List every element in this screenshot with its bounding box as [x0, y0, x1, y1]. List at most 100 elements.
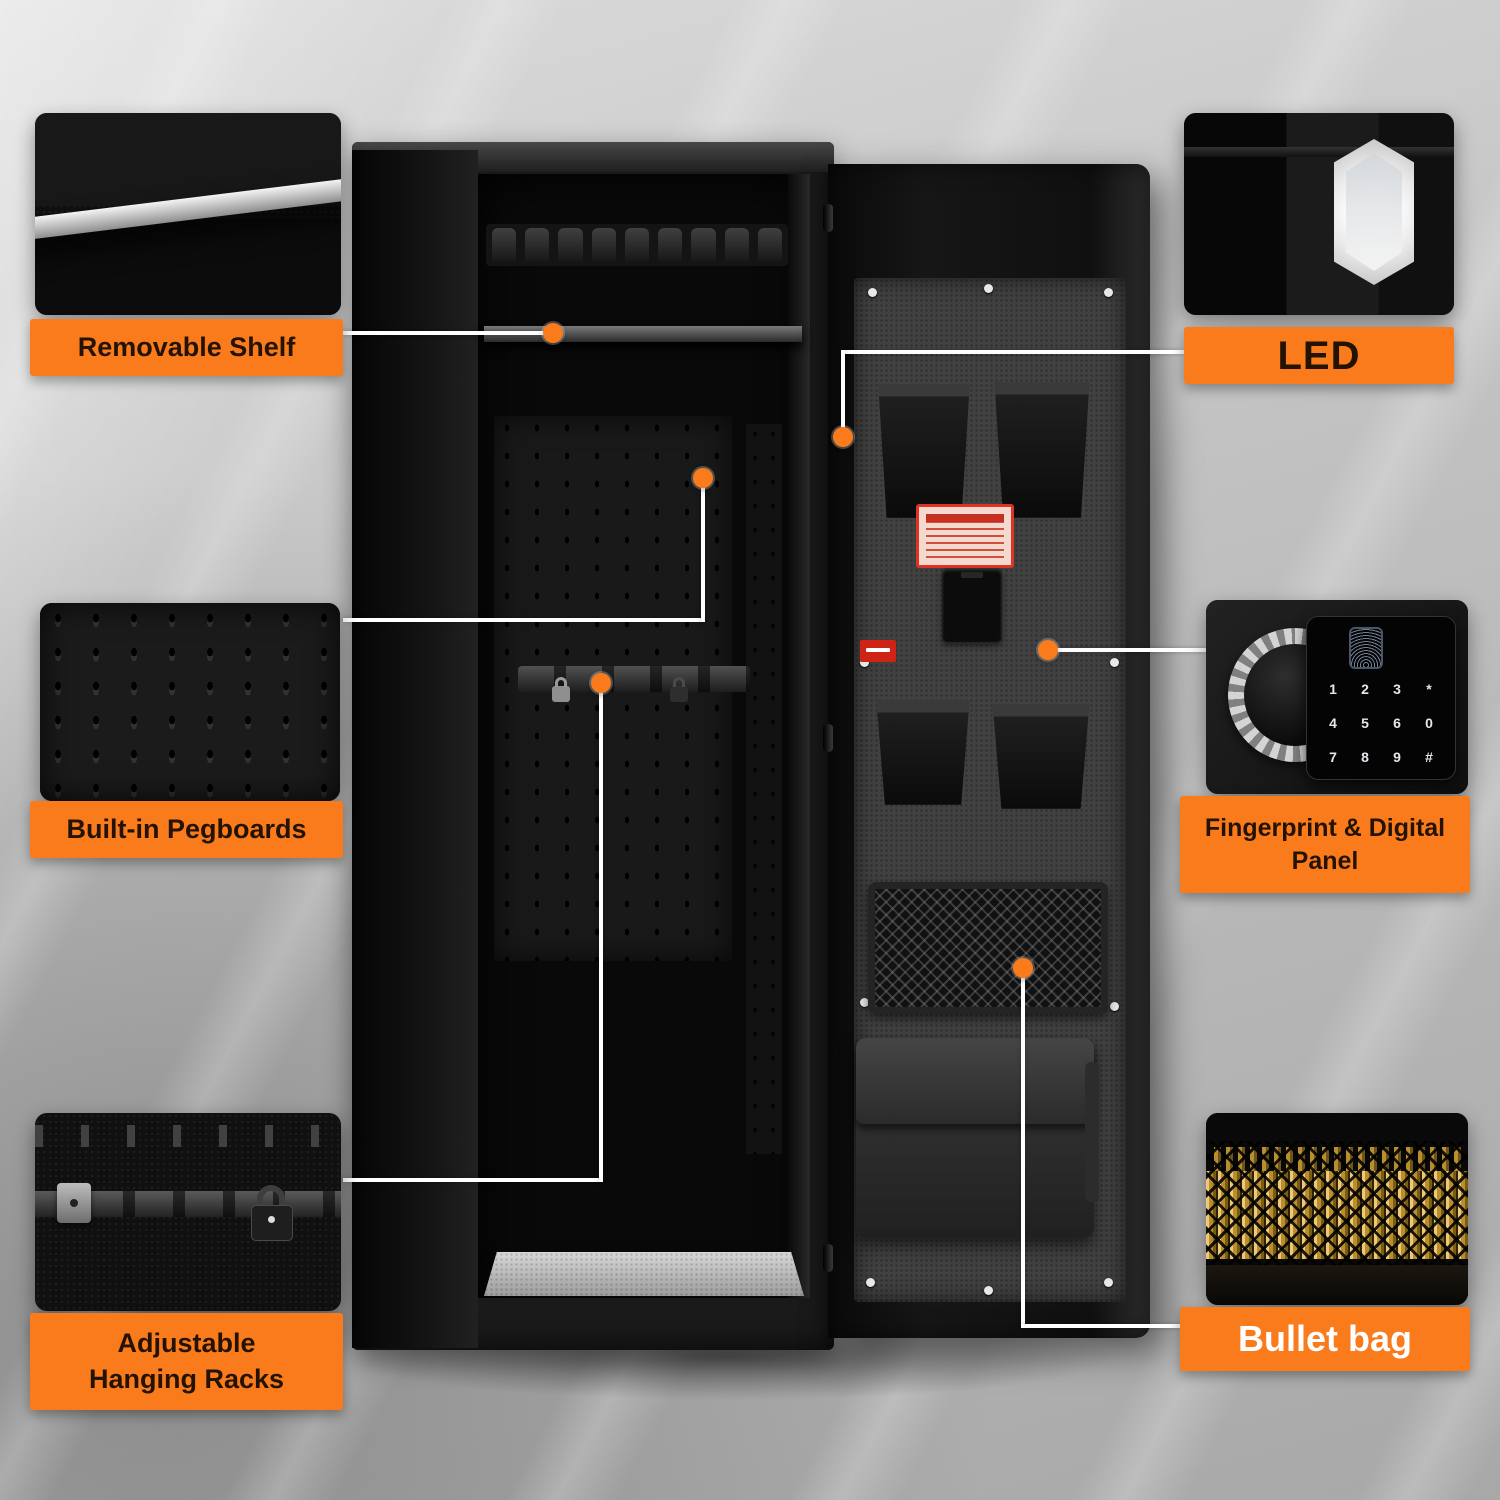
fingerprint-label: Fingerprint & Digital Panel — [1180, 796, 1470, 893]
bullet-bag-photo — [1206, 1113, 1468, 1305]
fingerprint-scanner-icon — [1349, 627, 1383, 669]
padlock-icon — [552, 677, 570, 702]
shelf-marker-dot — [543, 323, 563, 343]
removable-shelf-label: Removable Shelf — [30, 319, 343, 376]
connector-line-fingerprint — [1050, 648, 1206, 652]
keypad-key: 2 — [1361, 681, 1369, 697]
bullet-marker-dot — [1013, 958, 1033, 978]
removable-shelf — [484, 326, 802, 342]
hanging-racks-label-line2: Hanging Racks — [88, 1363, 285, 1394]
connector-line-racks-h — [343, 1178, 601, 1182]
keypad-key: 4 — [1329, 715, 1337, 731]
rack-hooks — [35, 1125, 341, 1147]
bullet-photo-lower — [1206, 1265, 1468, 1305]
door-hinge — [823, 1244, 833, 1272]
bullet-bag-label-text: Bullet bag — [1237, 1317, 1412, 1359]
connector-line-bullet-h — [1021, 1324, 1180, 1328]
bag-strap — [1085, 1062, 1099, 1202]
removable-shelf-label-text: Removable Shelf — [77, 331, 296, 362]
gun-safe-illustration — [350, 140, 1160, 1355]
removable-shelf-photo — [35, 113, 341, 315]
hanging-racks-photo — [35, 1113, 341, 1311]
bag-flap — [856, 1038, 1094, 1124]
warning-sticker-text-lines — [926, 514, 1004, 559]
screw-icon — [984, 284, 993, 293]
barrel-rest-slot — [757, 228, 782, 262]
keypad-key: 8 — [1361, 749, 1369, 765]
pegboard-photo — [40, 603, 340, 801]
door-jamb — [788, 174, 810, 1298]
barrel-rest-slot — [591, 228, 616, 262]
keypad-key: 5 — [1361, 715, 1369, 731]
barrel-rest-slot — [658, 228, 683, 262]
door-hinge — [823, 204, 833, 232]
led-light-icon — [1334, 139, 1414, 285]
barrel-rest-slot — [724, 228, 749, 262]
barrel-rest-slot — [691, 228, 716, 262]
barrel-rest-slot — [558, 228, 583, 262]
keypad-key: 1 — [1329, 681, 1337, 697]
pegboards-label: Built-in Pegboards — [30, 801, 343, 858]
barrel-rest-slot — [492, 228, 517, 262]
screw-icon — [866, 1278, 875, 1287]
door-storage-bag — [856, 1038, 1099, 1238]
connector-line-bullet-v — [1021, 968, 1025, 1328]
fingerprint-panel-photo: 1 2 3 * 4 5 6 0 7 8 9 # — [1206, 600, 1468, 794]
connector-line-shelf — [343, 331, 555, 335]
screw-icon — [1104, 1278, 1113, 1287]
hanging-racks-label-line1: Adjustable — [117, 1328, 256, 1359]
screw-icon — [1104, 288, 1113, 297]
battery-notch — [961, 572, 983, 578]
padlock-icon — [670, 677, 688, 702]
led-label-text: LED — [1277, 333, 1361, 378]
metal-lock-icon — [57, 1183, 91, 1223]
led-photo — [1184, 113, 1454, 315]
door-pocket — [876, 700, 970, 805]
keypad-key: # — [1425, 749, 1433, 765]
barrel-rest-slot — [624, 228, 650, 262]
connector-line-led-h — [843, 350, 1184, 354]
fingerprint-label-line1: Fingerprint & Digital — [1204, 814, 1446, 842]
connector-line-pegboard-h — [343, 618, 703, 622]
screw-icon — [1110, 658, 1119, 667]
side-pegboard-strip — [746, 424, 782, 1154]
bullet-bag-label: Bullet bag — [1180, 1307, 1470, 1371]
led-panel-groove — [1184, 147, 1454, 157]
keypad-key: 3 — [1393, 681, 1401, 697]
connector-line-pegboard-v — [701, 478, 705, 622]
safe-left-face — [352, 150, 478, 1348]
keypad-key: * — [1426, 681, 1432, 697]
screw-icon — [868, 288, 877, 297]
screw-icon — [984, 1286, 993, 1295]
screw-icon — [860, 998, 869, 1007]
keypad-key: 9 — [1393, 749, 1401, 765]
warning-sticker — [916, 504, 1014, 568]
screw-icon — [860, 658, 869, 667]
door-organizer-panel — [854, 278, 1126, 1302]
battery-box — [942, 568, 1002, 642]
led-light-lens — [1346, 153, 1402, 271]
barrel-rest-slot — [525, 228, 550, 262]
screw-icon — [1110, 1002, 1119, 1011]
mesh-overlay — [1206, 1141, 1468, 1267]
pegboards-label-text: Built-in Pegboards — [66, 813, 307, 844]
led-marker-dot — [833, 427, 853, 447]
mesh-bullet-pocket — [868, 882, 1108, 1014]
safe-interior — [478, 174, 810, 1298]
hanging-rack-bar — [518, 666, 750, 702]
padlock-body-icon — [251, 1205, 293, 1241]
digital-keypad: 1 2 3 * 4 5 6 0 7 8 9 # — [1306, 616, 1456, 780]
floor-mat — [484, 1252, 804, 1296]
padlock-shackle-icon — [257, 1185, 285, 1207]
pegboard-holes-texture — [40, 603, 340, 801]
barrel-rest-rack — [486, 224, 788, 266]
racks-marker-dot — [591, 673, 611, 693]
fingerprint-marker-dot — [1038, 640, 1058, 660]
red-caution-tag — [860, 640, 896, 662]
keypad-keys: 1 2 3 * 4 5 6 0 7 8 9 # — [1317, 675, 1445, 771]
keypad-key: 6 — [1393, 715, 1401, 731]
keypad-key: 7 — [1329, 749, 1337, 765]
pegboard-marker-dot — [693, 468, 713, 488]
door-pocket — [992, 704, 1090, 809]
